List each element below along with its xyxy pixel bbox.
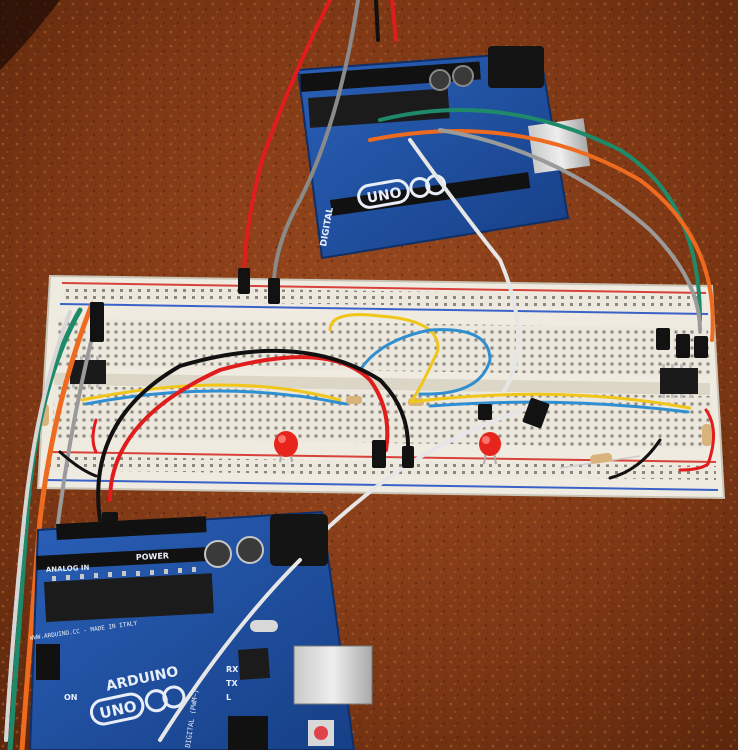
wire-red-small-right [678, 408, 715, 472]
rail-top-red [61, 282, 707, 294]
bottom-l-label: L [226, 693, 231, 702]
bottom-on-label: ON [64, 693, 78, 702]
wire-black-small-left [58, 450, 98, 478]
bottom-usb-chip [238, 647, 271, 680]
rail-bottom-blue [45, 479, 719, 491]
wire-red-top [242, 0, 332, 282]
wire-orange-left [19, 301, 95, 750]
table-shadow-top-left [0, 0, 60, 70]
top-capacitor-2 [452, 65, 474, 87]
top-atmega-chip [308, 88, 450, 128]
bottom-header-top-2 [36, 547, 207, 570]
bottom-header-digital [228, 716, 268, 750]
bottom-usb-connector [293, 645, 373, 705]
bottom-dc-jack [270, 514, 328, 566]
bottom-power-label: POWER [136, 551, 170, 562]
bottom-icsp-header [36, 644, 60, 680]
bottom-rx-label: RX [226, 665, 239, 674]
bottom-tx-label: TX [226, 679, 238, 688]
wire-gray-loop [438, 128, 702, 332]
led-right [479, 432, 501, 465]
top-logo-text: UNO [366, 185, 403, 207]
top-arduino-logo: UNO [357, 174, 447, 209]
top-dc-jack [488, 46, 544, 88]
wire-red-top-2 [390, 0, 398, 42]
bottom-header-top [56, 516, 207, 540]
wire-black-top [374, 0, 380, 42]
wire-red-arc [108, 355, 390, 502]
wire-red-small-left [91, 418, 98, 454]
led-left [274, 431, 298, 463]
arduino-uno-bottom: UNO ARDUINO POWER ANALOG IN DIGITAL (PWM… [28, 510, 373, 750]
wire-black-arc [96, 348, 411, 522]
bottom-analog-label: ANALOG IN [46, 564, 90, 574]
arduino-uno-top: UNO DIGITAL [296, 46, 591, 260]
wire-black-small-right [608, 438, 662, 480]
bottom-reset-button-cap[interactable] [314, 726, 328, 740]
bottom-atmega-pins [52, 567, 196, 581]
rail-top-holes [62, 286, 704, 310]
resistor-right-bottom [559, 452, 641, 469]
resistor-right-edge [702, 424, 712, 446]
wire-white-long-over [158, 558, 302, 742]
bottom-crystal [250, 620, 278, 632]
wire-white-left-over [4, 518, 26, 742]
wire-yellow [80, 313, 692, 410]
ic-right-pins [662, 364, 692, 398]
wire-green-loop [378, 108, 702, 322]
bottom-capacitor-1 [204, 540, 232, 568]
wire-white-arduino [408, 138, 520, 414]
bottom-capacitor-2 [236, 536, 264, 564]
bottom-atmega-chip [44, 573, 214, 622]
rail-top-blue [59, 303, 709, 315]
top-header-strip [300, 61, 481, 92]
ic-left [70, 360, 106, 384]
bottom-board [28, 510, 356, 750]
wire-blue [84, 328, 690, 414]
top-capacitor-1 [429, 69, 451, 91]
ic-right [660, 368, 698, 394]
wire-gray-top [271, 0, 360, 294]
